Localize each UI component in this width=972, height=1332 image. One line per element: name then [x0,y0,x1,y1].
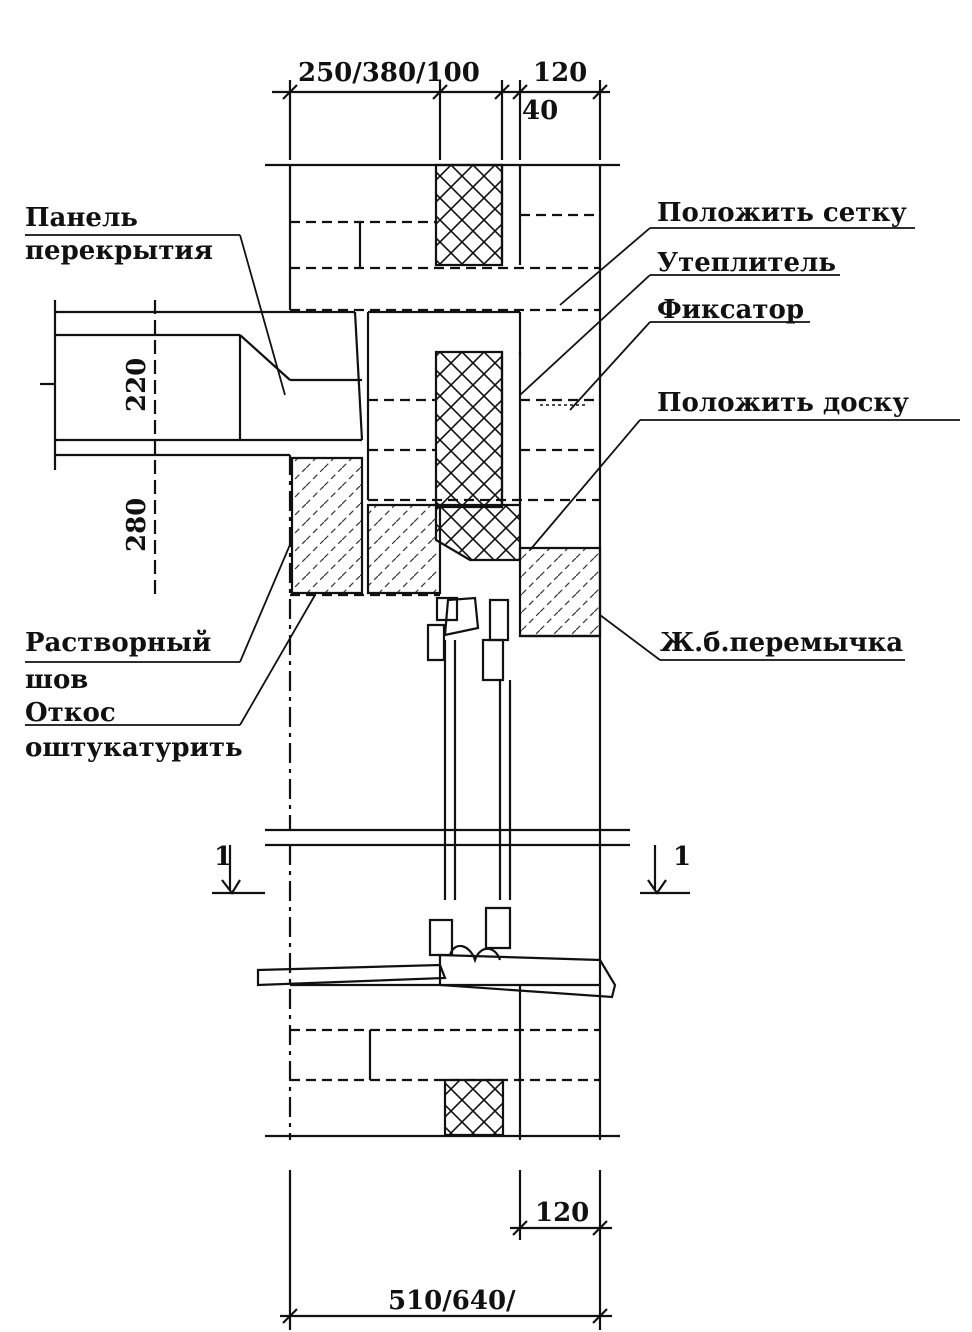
label-reveal-line2: оштукатурить [25,733,243,763]
dimension-bottom-total: 510/640/ [388,1286,516,1316]
section-mark-right: 1 [673,842,692,872]
lintels [290,458,600,636]
label-mesh: Положить сетку [657,198,907,228]
dimension-left-upper: 220 [122,357,152,412]
dimension-top-main: 250/380/100 [298,58,480,88]
section-marks [212,845,690,893]
label-mortar-joint-line1: Растворный [25,628,212,658]
lower-masonry [265,985,620,1140]
label-fixator: Фиксатор [657,295,805,325]
label-floor-panel-line2: перекрытия [25,236,213,266]
dimension-bottom-right: 120 [535,1198,590,1228]
window-sill [258,908,615,997]
upper-masonry [265,165,620,1140]
label-mortar-joint-line2: шов [25,665,89,695]
label-insulation: Утеплитель [657,248,837,278]
label-board: Положить доску [657,388,909,418]
window-frame-top [428,598,510,900]
top-dimension-lines [272,80,610,160]
dimension-left-lower: 280 [122,497,152,552]
bottom-dimension-lines [280,1170,612,1330]
dimension-top-right: 120 [533,58,588,88]
dimension-top-gap: 40 [522,96,559,126]
section-mark-left: 1 [214,842,233,872]
floor-panel [40,300,362,600]
wall-edge-lines [265,455,630,1140]
middle-masonry [368,312,600,560]
label-reveal-line1: Откос [25,698,116,728]
label-lintel: Ж.б.перемычка [660,628,904,658]
label-floor-panel-line1: Панель [25,203,138,233]
leader-lines [25,228,960,725]
